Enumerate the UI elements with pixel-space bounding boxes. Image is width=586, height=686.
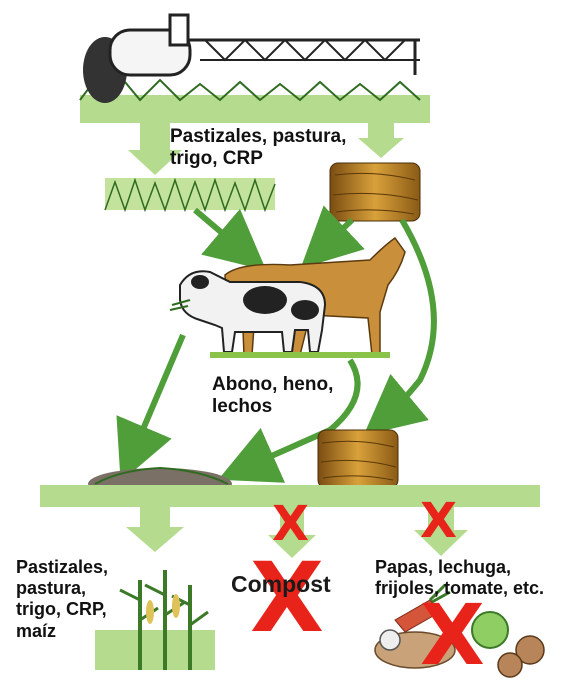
- label-compost: Compost: [231, 571, 331, 598]
- corn-plant-icon: [95, 570, 215, 670]
- no-compost-x-mark: X: [272, 500, 309, 548]
- hay-bale-icon-2: [318, 430, 398, 488]
- sprayer-tractor-icon: [80, 15, 430, 123]
- label-bottom-left-line-1: Pastizales,: [16, 557, 108, 578]
- label-bottom-right-line-2: frijoles, tomate, etc.: [375, 578, 544, 599]
- vegetables-x-mark: X: [420, 593, 485, 677]
- label-bottom-left-line-3: trigo, CRP,: [16, 599, 108, 620]
- label-top-crops-line-1: Pastizales, pastura,: [170, 126, 346, 148]
- label-top-crops: Pastizales, pastura, trigo, CRP: [170, 126, 346, 171]
- label-manure-line-1: Abono, heno,: [212, 374, 333, 396]
- no-vegetables-x-mark: X: [420, 497, 457, 545]
- label-bottom-right: Papas, lechuga, frijoles, tomate, etc.: [375, 557, 544, 599]
- label-manure-line-2: lechos: [212, 396, 333, 418]
- label-manure: Abono, heno, lechos: [212, 374, 333, 419]
- label-top-crops-line-2: trigo, CRP: [170, 148, 346, 170]
- label-bottom-left: Pastizales, pastura, trigo, CRP, maíz: [16, 557, 108, 642]
- label-bottom-left-line-4: maíz: [16, 621, 108, 642]
- grass-strip: [105, 178, 275, 210]
- hay-bale-icon: [330, 163, 420, 221]
- label-bottom-left-line-2: pastura,: [16, 578, 108, 599]
- label-bottom-right-line-1: Papas, lechuga,: [375, 557, 544, 578]
